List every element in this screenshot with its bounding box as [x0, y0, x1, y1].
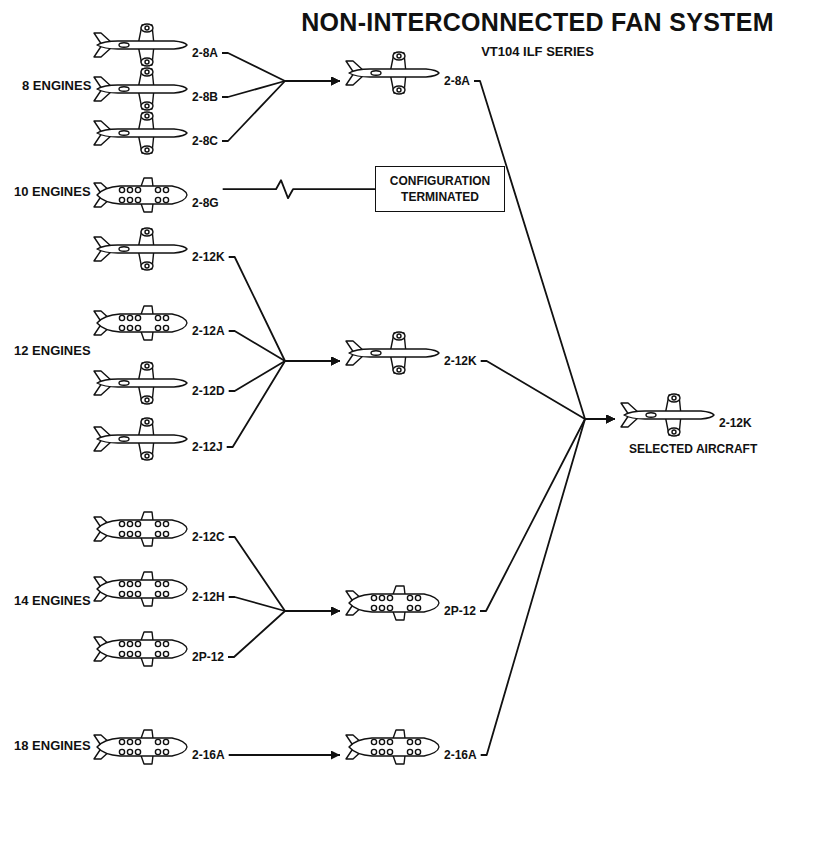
aircraft-config: 2-8A: [88, 22, 222, 68]
aircraft-icon: [340, 580, 442, 626]
row-label: 8 ENGINES: [22, 78, 91, 93]
connector: [223, 180, 375, 198]
aircraft-icon: [88, 566, 190, 612]
aircraft-config: 2-12K: [340, 330, 481, 376]
config-label: 2P-12: [192, 650, 224, 664]
aircraft-icon: [88, 66, 190, 112]
selected-aircraft: 2-12K SELECTED AIRCRAFT: [615, 392, 761, 458]
aircraft-icon: [88, 724, 190, 770]
aircraft-config: 2-12C: [88, 506, 229, 552]
row-label: 12 ENGINES: [14, 343, 91, 358]
aircraft-config: 2P-12: [88, 626, 228, 672]
aircraft-icon: [88, 416, 190, 462]
connector: [229, 257, 340, 361]
config-label: 2P-12: [444, 604, 476, 618]
config-label: 2-12C: [192, 530, 225, 544]
aircraft-icon: [88, 360, 190, 406]
config-label: 2-12A: [192, 324, 225, 338]
aircraft-config: 2-16A: [88, 724, 229, 770]
aircraft-icon: [340, 50, 442, 96]
row-label: 10 ENGINES: [14, 184, 91, 199]
connector: [481, 361, 615, 419]
caption-label: SELECTED AIRCRAFT: [629, 442, 757, 456]
subtitle: VT104 ILF SERIES: [250, 44, 825, 59]
config-label: 2-8B: [192, 90, 218, 104]
connector: [481, 419, 615, 755]
aircraft-config: 2-8A: [340, 50, 474, 96]
config-label: 2-12D: [192, 384, 225, 398]
config-label: 2-8A: [192, 46, 218, 60]
connector: [229, 597, 340, 611]
aircraft-config: 2-16A: [340, 724, 481, 770]
config-label: 2-12K: [444, 354, 477, 368]
aircraft-config: 2P-12: [340, 580, 480, 626]
connector: [229, 331, 340, 361]
connector: [227, 361, 340, 447]
aircraft-config: 2-12J: [88, 416, 227, 462]
connector: [228, 611, 340, 657]
connector: [222, 53, 340, 81]
config-label: 2-12K: [719, 416, 752, 430]
aircraft-icon: [88, 300, 190, 346]
config-label: 2-8G: [192, 196, 219, 210]
title: NON-INTERCONNECTED FAN SYSTEM: [250, 8, 825, 37]
aircraft-icon: [88, 172, 190, 218]
config-label: 2-12H: [192, 590, 225, 604]
aircraft-config: 2-12D: [88, 360, 229, 406]
aircraft-config: 2-12H: [88, 566, 229, 612]
config-label: 2-12K: [192, 250, 225, 264]
connector: [222, 81, 340, 141]
connector: [229, 754, 340, 756]
connector: [480, 419, 615, 611]
aircraft-icon: [340, 724, 442, 770]
connector: [474, 81, 615, 419]
config-label: 2-16A: [192, 748, 225, 762]
aircraft-icon: [615, 392, 717, 438]
aircraft-config: 2-8C: [88, 110, 222, 156]
aircraft-icon: [340, 330, 442, 376]
connector: [222, 81, 340, 97]
connector: [229, 537, 340, 611]
box-text: CONFIGURATION TERMINATED: [386, 173, 494, 205]
connector: [229, 361, 340, 391]
row-label: 18 ENGINES: [14, 738, 91, 753]
aircraft-icon: [88, 226, 190, 272]
config-label: 2-8A: [444, 74, 470, 88]
row-label: 14 ENGINES: [14, 593, 91, 608]
aircraft-config: 2-8B: [88, 66, 222, 112]
aircraft-config: 2-12K: [88, 226, 229, 272]
terminated-box: CONFIGURATION TERMINATED: [375, 166, 505, 212]
aircraft-config: 2-12A: [88, 300, 229, 346]
aircraft-icon: [88, 506, 190, 552]
config-label: 2-8C: [192, 134, 218, 148]
aircraft-icon: [88, 110, 190, 156]
aircraft-config: 2-8G: [88, 172, 223, 218]
aircraft-icon: [88, 626, 190, 672]
config-label: 2-12J: [192, 440, 223, 454]
aircraft-icon: [88, 22, 190, 68]
config-label: 2-16A: [444, 748, 477, 762]
